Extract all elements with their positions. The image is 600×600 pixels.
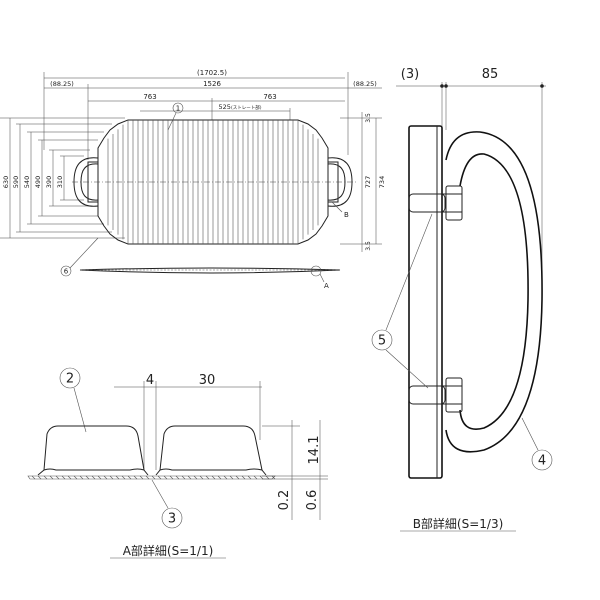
dim-low: 0.2: [277, 490, 292, 511]
callout-6-label: 6: [64, 268, 69, 276]
base-tick: [271, 475, 276, 480]
dim-straight: 525(ストレート部): [219, 103, 262, 111]
callout-4: [531, 449, 553, 471]
base-tick: [169, 475, 174, 480]
base-tick: [55, 475, 60, 480]
callout-4-label: 4: [538, 454, 546, 469]
caption-detail-b: B部詳細(S=1/3): [413, 516, 504, 531]
base-tick: [217, 475, 222, 480]
base-tick: [265, 475, 270, 480]
dim-pitch: 30: [199, 373, 216, 388]
base-tick: [241, 475, 246, 480]
label-b: B: [344, 211, 349, 219]
dim-h-590: 590: [12, 176, 20, 188]
base-tick: [181, 475, 186, 480]
dim-left-margin: (88.25): [50, 80, 74, 88]
side-profile-strip: [79, 267, 341, 274]
plan-view: (1702.5) (88.25) 1526 (88.25) 763 763 52…: [0, 69, 386, 290]
base-tick: [91, 475, 96, 480]
callout-6: [60, 265, 72, 277]
right-height-dims: 3.5 727 734 3.5: [340, 112, 386, 252]
base-tick: [97, 475, 102, 480]
dim-offset-top: 3.5: [365, 113, 372, 123]
base-tick: [121, 475, 126, 480]
base-tick: [193, 475, 198, 480]
dim-h-490: 490: [34, 176, 42, 188]
base-tick: [151, 475, 156, 480]
callout-5-label: 5: [378, 334, 386, 349]
base-tick: [61, 475, 66, 480]
dim-width: 85: [482, 67, 499, 82]
detail-b: (3) 85 5 4 B部詳細(S=1/3): [371, 67, 553, 532]
label-a: A: [324, 282, 329, 290]
lower-mount-boss: [408, 385, 446, 405]
base-tick: [205, 475, 210, 480]
callout-3: [161, 507, 183, 529]
base-tick: [175, 475, 180, 480]
dim-inner-width: 1526: [203, 80, 221, 88]
base-tick: [31, 475, 36, 480]
callout-5: [371, 329, 393, 351]
base-tick: [85, 475, 90, 480]
base-tick: [157, 475, 162, 480]
callout-1: [172, 102, 184, 114]
handle-grip-outer: [445, 131, 543, 453]
upper-mount-boss: [408, 193, 446, 213]
dim-left: (3): [401, 67, 419, 82]
callout-2: [59, 367, 81, 389]
base-tick: [133, 475, 138, 480]
base-tick: [43, 475, 48, 480]
base-tick: [235, 475, 240, 480]
dim-left-half: 763: [143, 93, 156, 101]
base-tick: [199, 475, 204, 480]
dim-height: 14.1: [307, 436, 322, 465]
base-tick: [187, 475, 192, 480]
base-tick: [37, 475, 42, 480]
dim-h-310: 310: [56, 176, 64, 188]
cover-board-edge: [408, 125, 443, 479]
base-tick: [73, 475, 78, 480]
base-tick: [145, 475, 150, 480]
base-tick: [67, 475, 72, 480]
dim-h-390: 390: [45, 176, 53, 188]
base-tick: [259, 475, 264, 480]
dim-gap: 4: [146, 373, 154, 388]
callout-3-label: 3: [168, 512, 176, 527]
dim-h-734: 734: [378, 176, 386, 188]
base-tick: [253, 475, 258, 480]
left-height-dims: 630 590 540 490 390 310: [0, 117, 125, 239]
dim-h-630: 630: [2, 176, 10, 188]
slat-profile-right: [155, 425, 267, 476]
base-tick: [115, 475, 120, 480]
handle-grip-inner: [459, 153, 529, 430]
base-tick: [211, 475, 216, 480]
callout-1-label: 1: [176, 105, 180, 113]
dim-total-width: (1702.5): [197, 69, 227, 77]
base-film: [27, 475, 276, 480]
base-film-ticks: [31, 475, 276, 480]
base-tick: [49, 475, 54, 480]
callout-2-label: 2: [66, 372, 74, 387]
dim-base: 0.6: [305, 490, 320, 511]
dim-right-half: 763: [263, 93, 276, 101]
detail-a: 4 30 2 14.1 0.2 0.6 3 A部詳細(S=1/1): [27, 367, 328, 559]
base-tick: [79, 475, 84, 480]
base-tick: [223, 475, 228, 480]
base-tick: [247, 475, 252, 480]
base-tick: [109, 475, 114, 480]
slat-profile-left: [37, 425, 149, 476]
base-tick: [229, 475, 234, 480]
base-tick: [163, 475, 168, 480]
base-tick: [139, 475, 144, 480]
dim-offset-bottom: 3.5: [365, 241, 372, 251]
base-tick: [103, 475, 108, 480]
base-tick: [127, 475, 132, 480]
dim-h-540: 540: [23, 176, 31, 188]
caption-detail-a: A部詳細(S=1/1): [123, 543, 214, 558]
dim-h-727: 727: [364, 176, 372, 188]
dim-right-margin: (88.25): [353, 80, 377, 88]
